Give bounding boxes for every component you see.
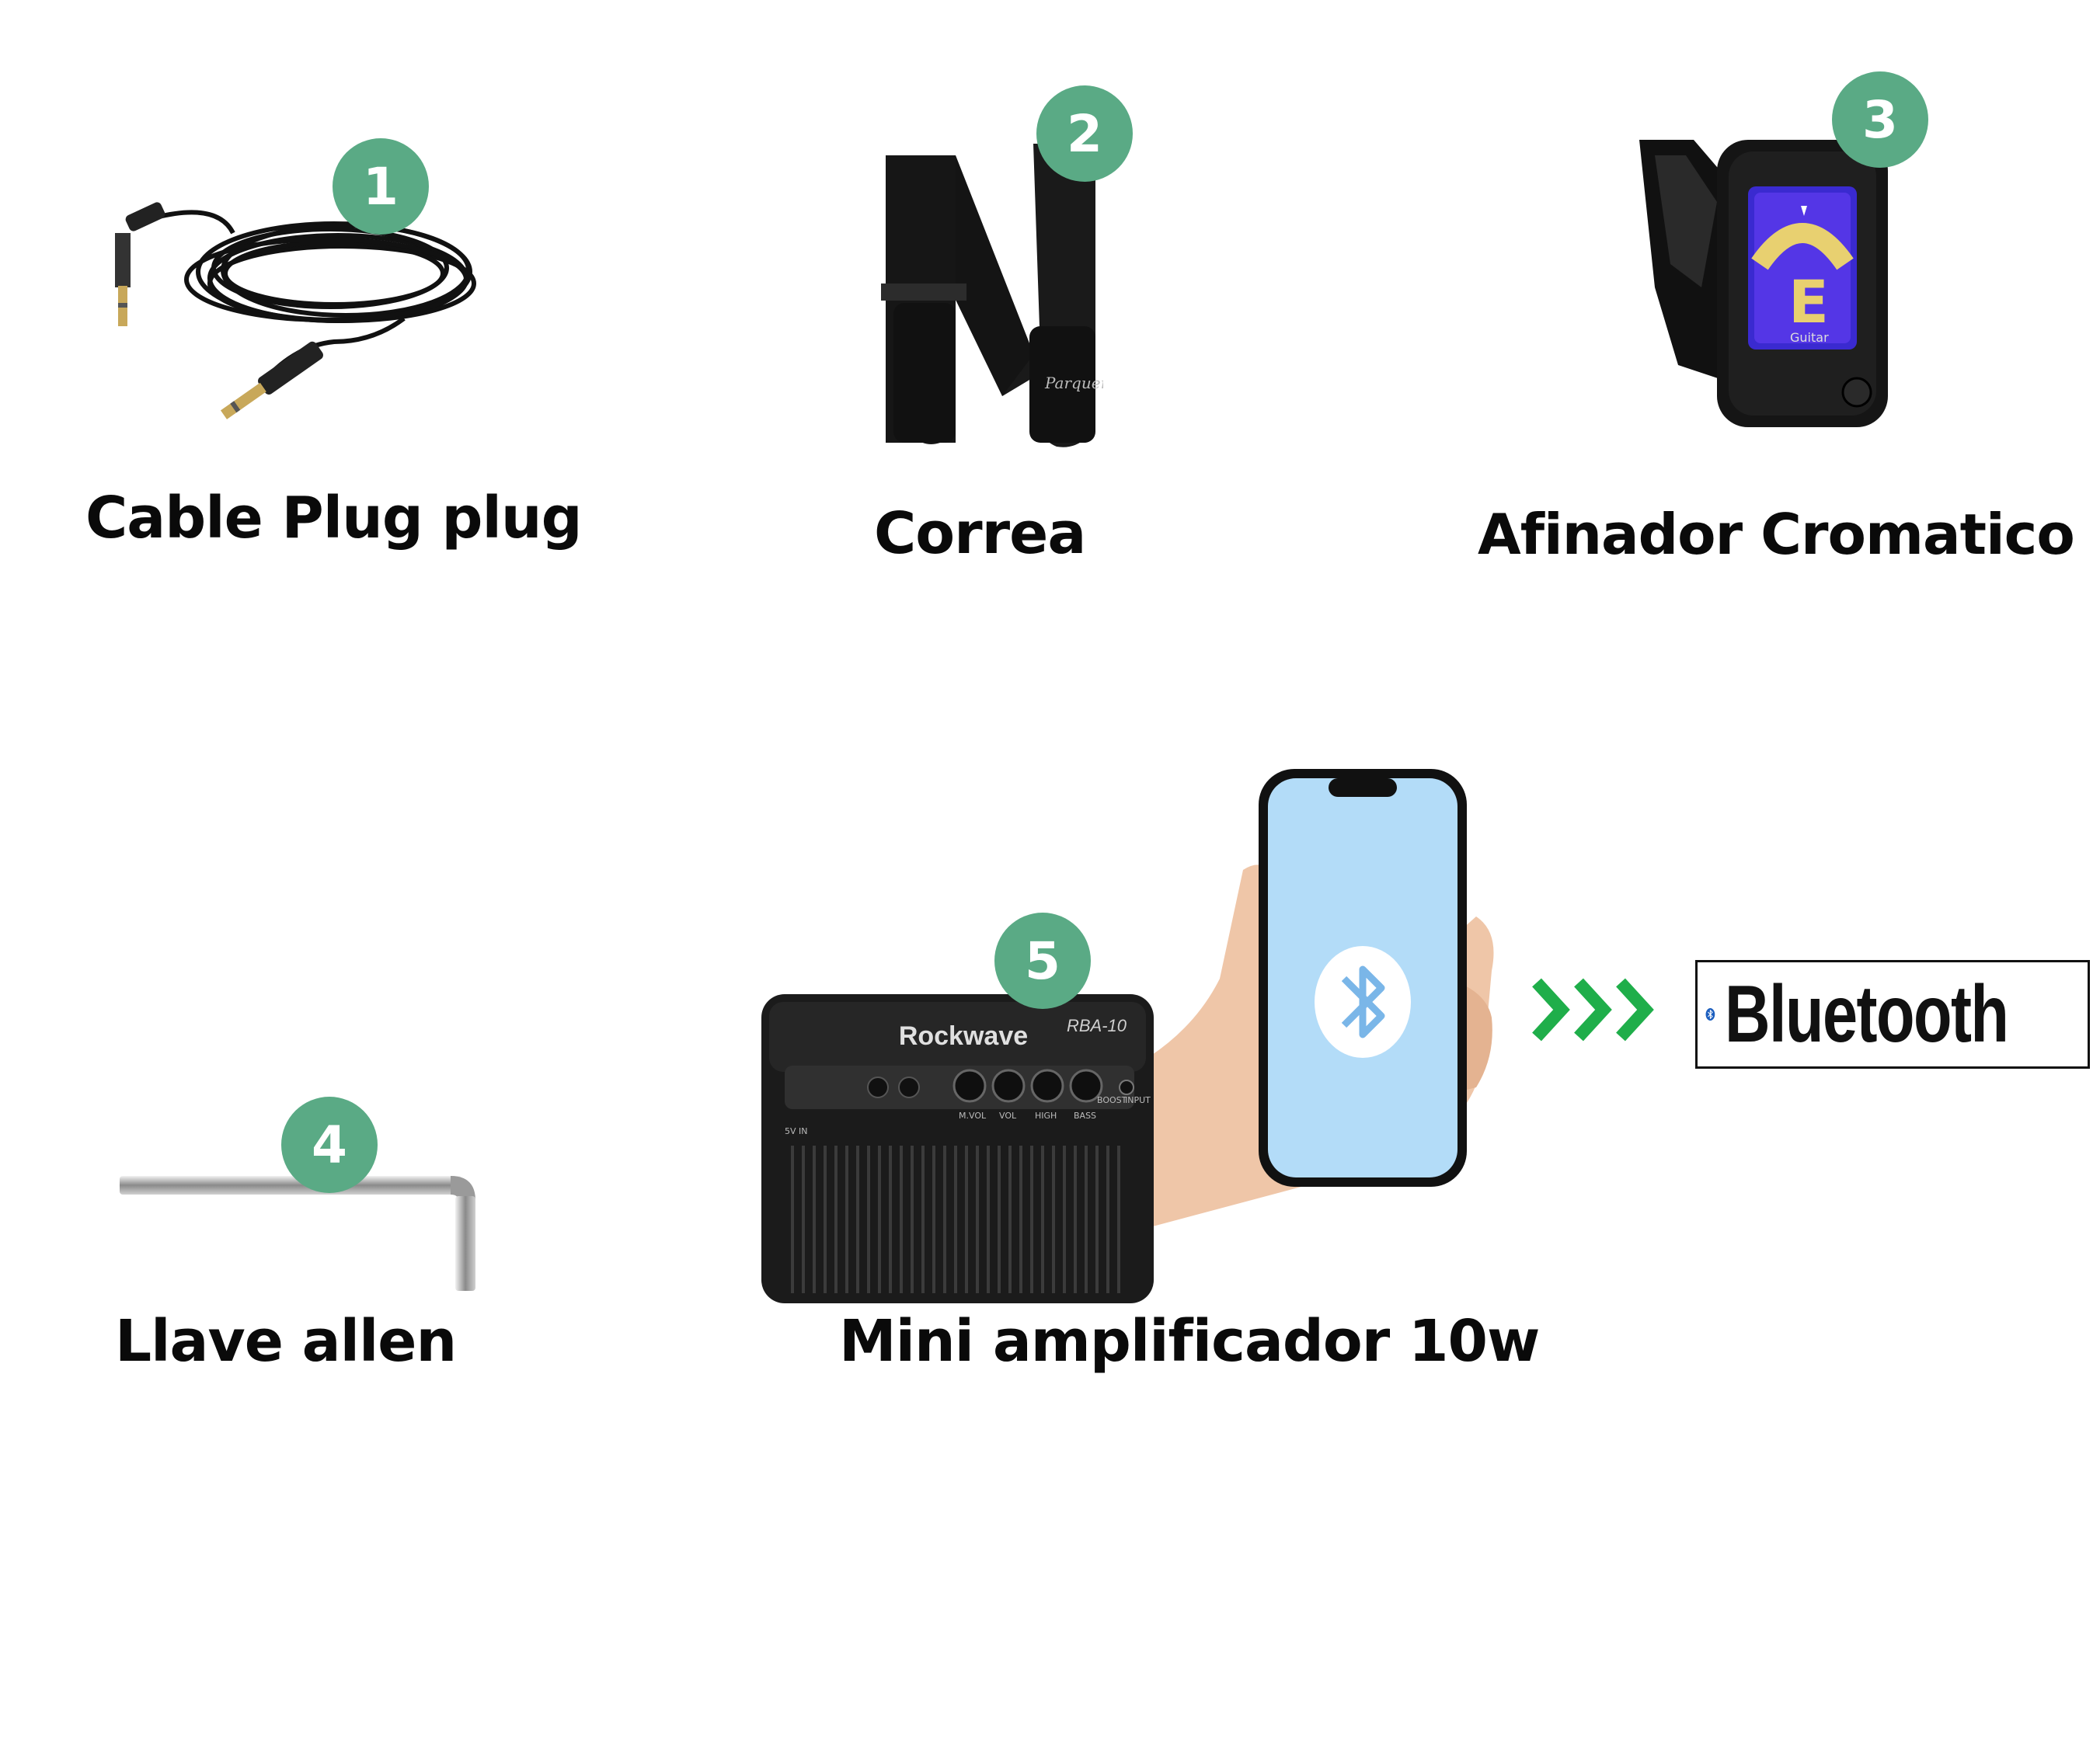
item-label-strap: Correa: [874, 500, 1086, 567]
phone-icon: [1259, 769, 1468, 1188]
svg-text:RBA-10: RBA-10: [1067, 1016, 1127, 1035]
item-label-cable: Cable Plug plug: [85, 485, 583, 551]
arrows-icon: [1531, 975, 1663, 1045]
svg-text:E: E: [1788, 267, 1829, 336]
bluetooth-logo: Bluetooth: [1695, 960, 2090, 1069]
amplifier-icon: Rockwave RBA-10 M.VOL VOL HIGH BASS BOOS…: [761, 994, 1158, 1305]
svg-text:5V IN: 5V IN: [785, 1126, 808, 1136]
item-number-badge: 3: [1832, 71, 1928, 168]
cable-icon: [78, 186, 482, 435]
svg-text:M.VOL: M.VOL: [959, 1111, 987, 1121]
strap-icon: Parquer: [870, 140, 1103, 466]
bluetooth-label: Bluetooth: [1724, 969, 2009, 1059]
item-label-tuner: Afinador Cromatico: [1478, 502, 2075, 567]
item-number-badge: 2: [1036, 85, 1133, 182]
svg-text:INPUT: INPUT: [1125, 1095, 1151, 1105]
svg-text:VOL: VOL: [999, 1111, 1017, 1121]
item-number-badge: 1: [333, 138, 429, 235]
svg-text:HIGH: HIGH: [1035, 1111, 1057, 1121]
tuner-icon: E Guitar: [1624, 132, 1903, 443]
svg-text:Parquer: Parquer: [1044, 374, 1103, 392]
svg-text:BOOST: BOOST: [1097, 1095, 1127, 1105]
item-number-badge: 4: [281, 1097, 378, 1193]
svg-text:Guitar: Guitar: [1790, 330, 1829, 345]
svg-text:Rockwave: Rockwave: [899, 1021, 1028, 1051]
item-label-amplifier: Mini amplificador 10w: [839, 1308, 1540, 1375]
bluetooth-icon: [1705, 1008, 1715, 1021]
item-number-badge: 5: [994, 913, 1091, 1009]
item-label-allen: Llave allen: [115, 1308, 457, 1375]
bluetooth-icon: [1315, 946, 1411, 1058]
svg-text:BASS: BASS: [1074, 1111, 1096, 1121]
allen-key-icon: [117, 1165, 489, 1297]
